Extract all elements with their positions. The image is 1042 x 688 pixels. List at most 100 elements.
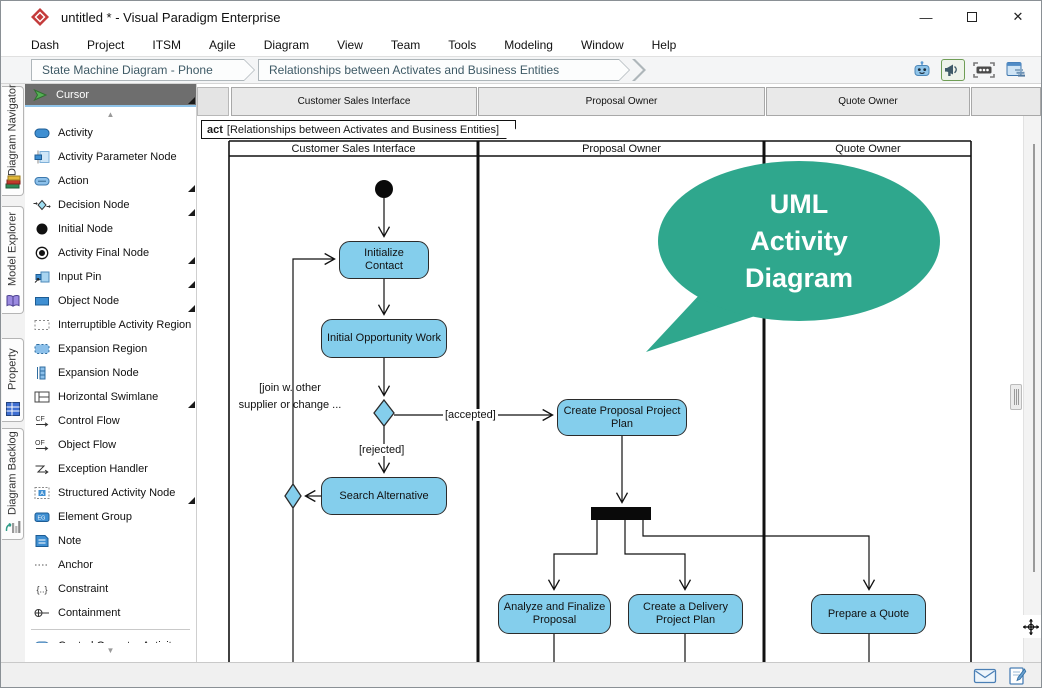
minimize-button[interactable]: — bbox=[903, 1, 949, 33]
splitter-grip[interactable] bbox=[1010, 384, 1022, 410]
cursor-icon bbox=[33, 88, 48, 102]
tool-object-node[interactable]: Object Node bbox=[25, 289, 196, 313]
svg-text:CF: CF bbox=[36, 416, 45, 423]
title-bar: untitled * - Visual Paradigm Enterprise … bbox=[1, 1, 1041, 33]
vertical-scrollbar-thumb[interactable] bbox=[1033, 144, 1035, 572]
tool-cursor-label: Cursor bbox=[56, 89, 89, 101]
node-initialize-contact[interactable]: Initialize Contact bbox=[339, 241, 429, 279]
horizontal-swimlane-icon bbox=[33, 389, 51, 405]
lane-title-customer-sales-interface[interactable]: Customer Sales Interface bbox=[230, 142, 477, 156]
tool-note[interactable]: Note bbox=[25, 529, 196, 553]
toolbar-icon-group bbox=[910, 59, 1027, 81]
visual-paradigm-logo-icon bbox=[31, 8, 49, 26]
menu-team[interactable]: Team bbox=[377, 36, 434, 54]
vertical-scrollbar[interactable] bbox=[1023, 116, 1042, 662]
diagram-layer bbox=[197, 84, 1042, 662]
edge-label-accepted[interactable]: [accepted] bbox=[443, 409, 498, 421]
tool-expansion-node[interactable]: Expansion Node bbox=[25, 361, 196, 385]
maximize-button[interactable] bbox=[949, 1, 995, 33]
menu-view[interactable]: View bbox=[323, 36, 377, 54]
lane-title-proposal-owner[interactable]: Proposal Owner bbox=[480, 142, 763, 156]
menu-itsm[interactable]: ITSM bbox=[138, 36, 195, 54]
tool-containment[interactable]: Containment bbox=[25, 601, 196, 625]
lane-title-quote-owner[interactable]: Quote Owner bbox=[766, 142, 970, 156]
decision-node[interactable] bbox=[374, 400, 394, 426]
tool-control-flow[interactable]: CF Control Flow bbox=[25, 409, 196, 433]
initial-node-icon bbox=[33, 221, 51, 237]
initial-node[interactable] bbox=[375, 180, 393, 198]
tool-horizontal-swimlane[interactable]: Horizontal Swimlane bbox=[25, 385, 196, 409]
note-icon bbox=[33, 533, 51, 549]
control-operator-activity-icon bbox=[33, 638, 51, 643]
property-icon bbox=[5, 401, 21, 417]
edge-label-rejected[interactable]: [rejected] bbox=[357, 444, 406, 456]
node-search-alternative[interactable]: Search Alternative bbox=[321, 477, 447, 515]
node-create-a-delivery-project-plan[interactable]: Create a Delivery Project Plan bbox=[628, 594, 743, 634]
join-note-label[interactable]: [join w. other supplier or change ... bbox=[225, 380, 355, 414]
expansion-region-icon bbox=[33, 341, 51, 357]
structured-activity-node-icon: A bbox=[33, 485, 51, 501]
tool-exception-handler[interactable]: Exception Handler bbox=[25, 457, 196, 481]
breadcrumb-item-diagram[interactable]: State Machine Diagram - Phone bbox=[31, 59, 255, 81]
menu-tools[interactable]: Tools bbox=[434, 36, 490, 54]
tool-control-operator-activity[interactable]: Control Operator Activity bbox=[25, 634, 196, 643]
edit-log-icon[interactable] bbox=[1007, 666, 1027, 686]
messages-icon[interactable] bbox=[973, 667, 997, 685]
node-initial-opportunity-work[interactable]: Initial Opportunity Work bbox=[321, 319, 447, 358]
window-title: untitled * - Visual Paradigm Enterprise bbox=[61, 10, 280, 25]
tab-model-explorer[interactable]: Model Explorer bbox=[2, 206, 24, 314]
activity-final-node-icon bbox=[33, 245, 51, 261]
tool-palette: Cursor ▲ Activity Activity Parameter Nod… bbox=[25, 84, 197, 662]
robot-assistant-icon[interactable] bbox=[910, 59, 934, 81]
close-button[interactable]: ✕ bbox=[995, 1, 1041, 33]
node-prepare-a-quote[interactable]: Prepare a Quote bbox=[811, 594, 926, 634]
selection-sweeper-icon[interactable] bbox=[972, 59, 996, 81]
tool-decision-node[interactable]: Decision Node bbox=[25, 193, 196, 217]
maximize-icon bbox=[967, 12, 977, 22]
tab-diagram-navigator[interactable]: Diagram Navigator bbox=[2, 86, 24, 196]
object-node-icon bbox=[33, 293, 51, 309]
menu-dash[interactable]: Dash bbox=[17, 36, 73, 54]
tool-initial-node[interactable]: Initial Node bbox=[25, 217, 196, 241]
menu-agile[interactable]: Agile bbox=[195, 36, 250, 54]
tab-diagram-backlog[interactable]: Diagram Backlog bbox=[2, 428, 24, 540]
palette-scroll-up-icon[interactable]: ▲ bbox=[25, 107, 196, 121]
tool-constraint[interactable]: {..} Constraint bbox=[25, 577, 196, 601]
tool-object-flow[interactable]: OF Object Flow bbox=[25, 433, 196, 457]
palette-scroll-down-icon[interactable]: ▼ bbox=[25, 643, 196, 657]
tool-anchor[interactable]: Anchor bbox=[25, 553, 196, 577]
tool-activity-parameter-node[interactable]: Activity Parameter Node bbox=[25, 145, 196, 169]
tool-activity[interactable]: Activity bbox=[25, 121, 196, 145]
menu-modeling[interactable]: Modeling bbox=[490, 36, 567, 54]
breadcrumb-item-view[interactable]: Relationships between Activates and Busi… bbox=[258, 59, 630, 81]
menu-diagram[interactable]: Diagram bbox=[250, 36, 323, 54]
diagram-canvas[interactable]: Customer Sales Interface Proposal Owner … bbox=[197, 84, 1042, 662]
node-analyze-and-finalize-proposal[interactable]: Analyze and Finalize Proposal bbox=[498, 594, 611, 634]
menu-bar: Dash Project ITSM Agile Diagram View Tea… bbox=[1, 33, 1041, 56]
pan-mode-icon[interactable] bbox=[1019, 615, 1042, 638]
tool-expansion-region[interactable]: Expansion Region bbox=[25, 337, 196, 361]
menu-window[interactable]: Window bbox=[567, 36, 638, 54]
tool-interruptible-activity-region[interactable]: Interruptible Activity Region bbox=[25, 313, 196, 337]
menu-help[interactable]: Help bbox=[638, 36, 691, 54]
merge-node[interactable] bbox=[285, 484, 301, 508]
panel-layout-icon[interactable] bbox=[1003, 59, 1027, 81]
breadcrumb-tail-chevron-icon bbox=[632, 59, 646, 81]
tab-property[interactable]: Property bbox=[2, 338, 24, 422]
announcement-icon[interactable] bbox=[941, 59, 965, 81]
tool-activity-final-node[interactable]: Activity Final Node bbox=[25, 241, 196, 265]
fork-node[interactable] bbox=[591, 507, 651, 520]
activity-icon bbox=[33, 125, 51, 141]
tool-action[interactable]: Action bbox=[25, 169, 196, 193]
tool-structured-activity-node[interactable]: A Structured Activity Node bbox=[25, 481, 196, 505]
menu-project[interactable]: Project bbox=[73, 36, 138, 54]
node-create-proposal-project-plan[interactable]: Create Proposal Project Plan bbox=[557, 399, 687, 436]
svg-text:A: A bbox=[40, 491, 44, 497]
tool-element-group[interactable]: EG Element Group bbox=[25, 505, 196, 529]
containment-icon bbox=[33, 605, 51, 621]
object-flow-icon: OF bbox=[33, 437, 51, 453]
tool-input-pin[interactable]: Input Pin bbox=[25, 265, 196, 289]
tool-cursor[interactable]: Cursor bbox=[25, 84, 196, 107]
constraint-icon: {..} bbox=[33, 581, 51, 597]
